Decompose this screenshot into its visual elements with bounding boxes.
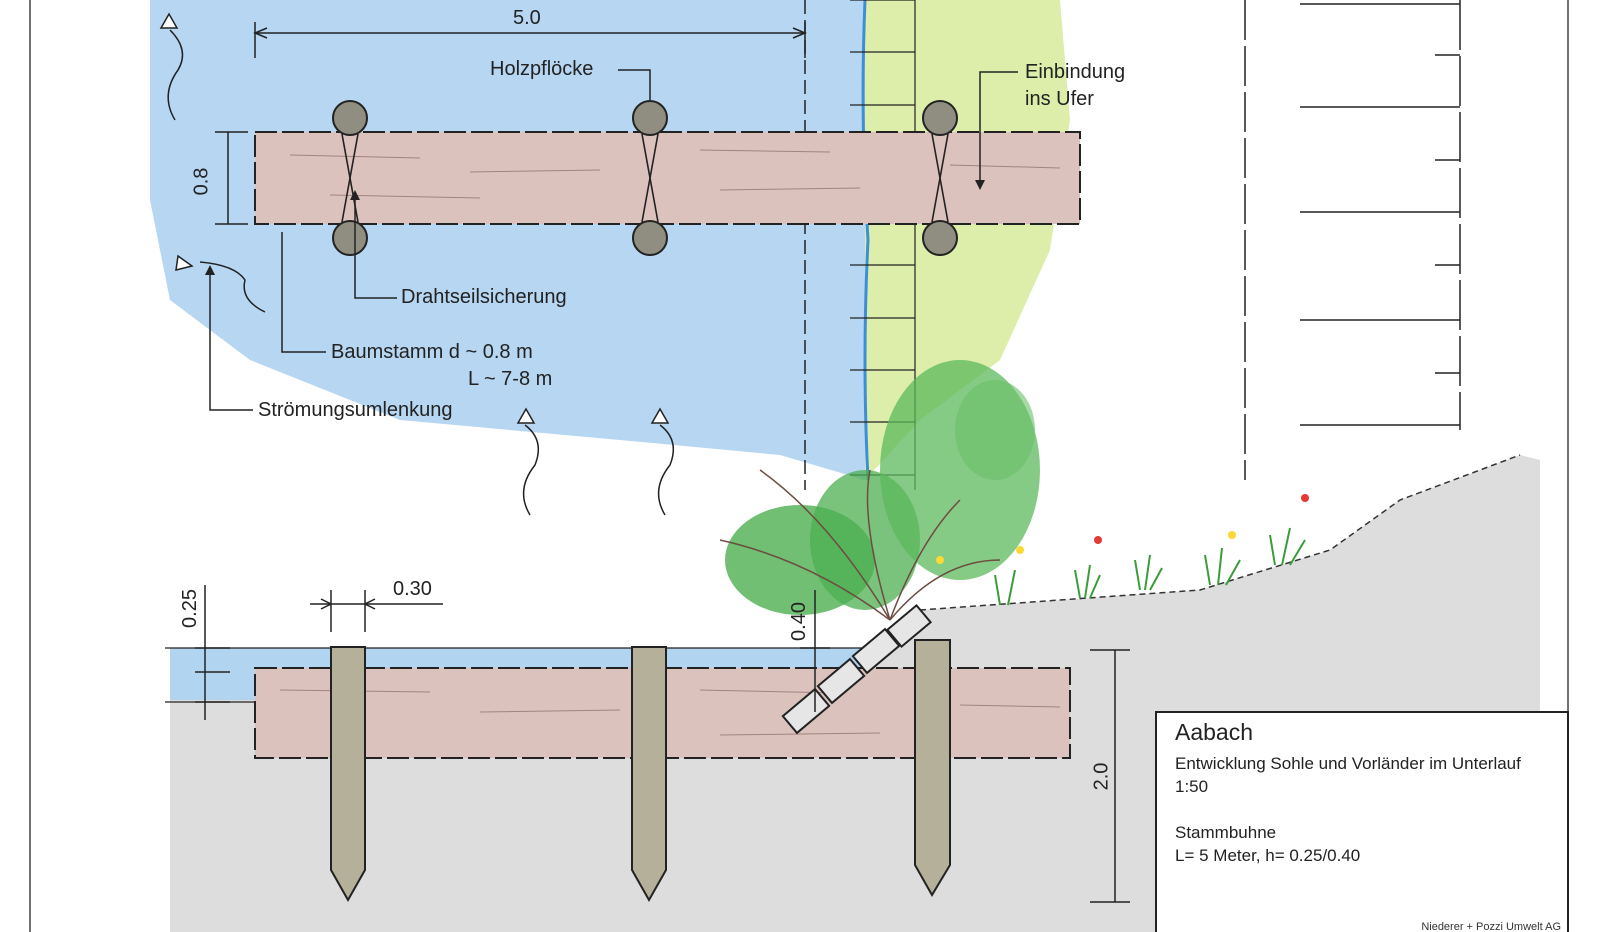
title-project: Aabach — [1175, 719, 1254, 745]
dimension-depth — [1090, 649, 1130, 903]
label-drahtseil: Drahtseilsicherung — [401, 286, 567, 308]
flow-arrowheads — [159, 12, 670, 424]
flowers — [936, 494, 1309, 564]
building-plan — [1244, 0, 1461, 480]
dimension-height-025 — [195, 585, 230, 720]
dimension-height-040 — [800, 590, 830, 712]
label-baumstamm-1: Baumstamm d ~ 0.8 m — [331, 341, 533, 363]
rubble-stones — [781, 603, 933, 735]
title-element: Stammbuhne — [1175, 823, 1277, 842]
leader-holzpfloecke — [618, 69, 651, 100]
label-einbindung-1: Einbindung — [1025, 61, 1126, 83]
label-holzpfloecke: Holzpflöcke — [490, 58, 594, 80]
title-company: Niederer + Pozzi Umwelt AG — [1421, 921, 1561, 932]
leader-stroemung — [209, 270, 253, 411]
ground-surface-line — [919, 454, 1521, 611]
posts-section — [330, 639, 951, 903]
title-scale: 1:50 — [1175, 777, 1209, 796]
leader-drahtseil — [354, 195, 397, 299]
label-post-width: 0.30 — [393, 578, 432, 600]
bank-vegetation-area — [865, 0, 1070, 480]
label-baumstamm-2: L ~ 7-8 m — [468, 368, 553, 390]
bank-edge-line — [861, 0, 870, 481]
water-area — [150, 0, 865, 480]
leader-drahtseil-arrow — [350, 190, 360, 200]
post-tops-plan — [332, 100, 958, 256]
label-height-040: 0.40 — [787, 602, 810, 641]
title-subtitle: Entwicklung Sohle und Vorländer im Unter… — [1175, 754, 1521, 773]
shrubs — [725, 360, 1040, 615]
leader-baumstamm — [281, 232, 326, 353]
plan-view — [150, 0, 1081, 516]
log-plan — [254, 131, 1081, 225]
leader-einbindung-arrow — [975, 180, 985, 190]
label-dimension-width: 0.8 — [190, 167, 213, 196]
label-einbindung-2: ins Ufer — [1025, 88, 1094, 110]
log-plan-grain — [289, 149, 1061, 199]
grass-tufts — [994, 527, 1306, 606]
title-spec: L= 5 Meter, h= 0.25/0.40 — [1175, 846, 1361, 865]
leader-stroemung-arrow — [205, 265, 215, 275]
label-stroemung: Strömungsumlenkung — [258, 399, 453, 421]
title-block: Aabach Entwicklung Sohle und Vorländer i… — [1155, 711, 1569, 932]
dimension-length — [253, 22, 807, 58]
label-depth: 2.0 — [1090, 762, 1113, 791]
label-height-025: 0.25 — [178, 589, 201, 628]
dimension-width — [215, 131, 248, 225]
flow-arrows — [167, 29, 675, 516]
dimension-post-width — [310, 590, 443, 632]
label-dimension-length: 5.0 — [513, 7, 541, 29]
shrub-branches — [719, 469, 1001, 621]
wire-crosses — [341, 133, 949, 223]
leader-einbindung — [979, 71, 1018, 185]
